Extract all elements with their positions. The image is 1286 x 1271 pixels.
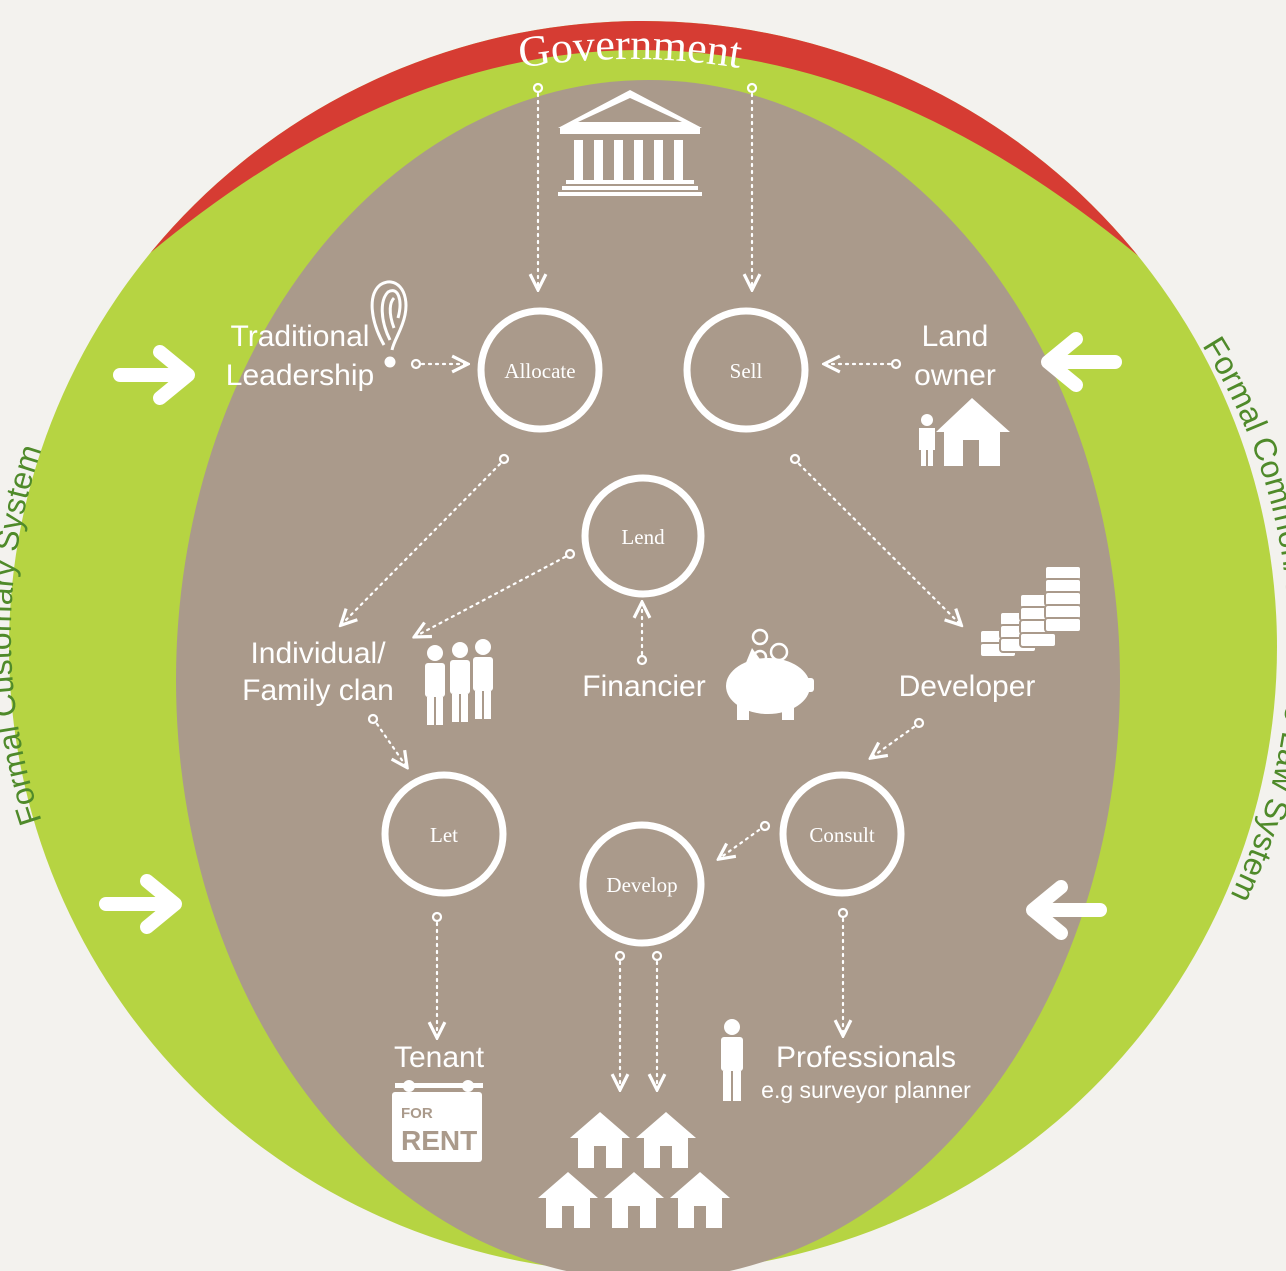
node-let: Let [381,771,507,897]
tenant-label: Tenant [394,1041,485,1074]
individual-family-line2: Family clan [242,674,394,707]
traditional-leadership-line1: Traditional [231,320,370,353]
land-owner-line2: owner [914,359,996,392]
professional-person-icon [721,1019,743,1101]
develop-label: Develop [606,873,677,897]
node-lend: Lend [581,474,705,598]
fingerprint-icon [370,280,408,368]
node-allocate: Allocate [477,307,603,433]
sell-label: Sell [730,359,763,383]
node-develop: Develop [579,821,705,947]
right-arrow-bottom [1026,880,1107,940]
left-arrow-bottom [99,874,182,934]
core-ellipse [176,80,1120,1271]
right-arrow-top [1041,332,1122,392]
money-stacks-icon [979,565,1082,658]
traditional-leadership-line2: Leadership [226,359,374,392]
consult-label: Consult [809,823,875,847]
allocate-label: Allocate [504,359,575,383]
financier-label: Financier [582,670,705,703]
piggy-bank-icon [726,628,814,720]
lend-label: Lend [621,525,665,549]
government-building-icon [558,90,702,196]
professionals-label: Professionals [776,1041,956,1074]
for-rent-sign-icon: FOR RENT [392,1080,483,1162]
for-text: FOR [401,1105,433,1122]
node-sell: Sell [683,307,809,433]
let-label: Let [430,823,458,847]
left-arrow-top [113,345,195,405]
family-group-icon [425,639,493,725]
node-consult: Consult [779,771,905,897]
rent-text: RENT [401,1125,477,1156]
land-owner-line1: Land [922,320,989,353]
developer-label: Developer [899,670,1036,703]
landowner-house-icon [919,398,1010,466]
professionals-example: e.g surveyor planner [761,1077,971,1103]
houses-icon [538,1112,730,1228]
individual-family-line1: Individual/ [250,637,386,670]
